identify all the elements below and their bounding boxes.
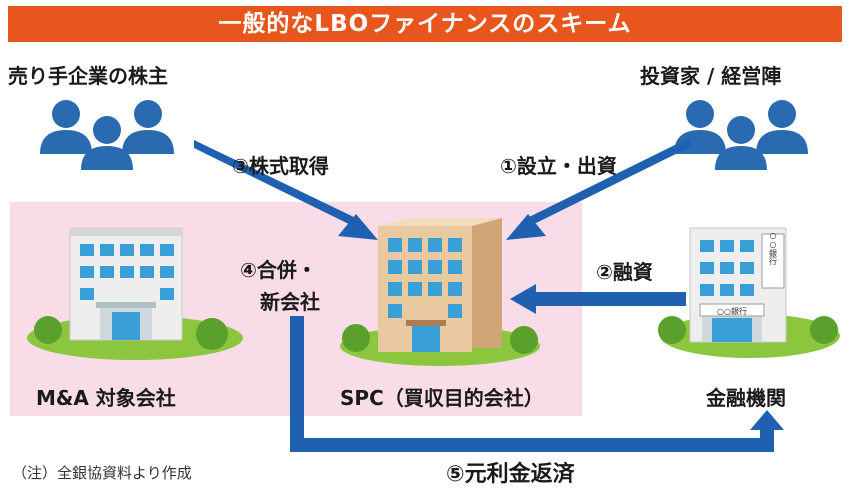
bank-label: 金融機関 xyxy=(706,386,786,410)
step3-label: ③株式取得 xyxy=(232,154,329,178)
step4-label-line2: 新会社 xyxy=(260,290,320,314)
step2-label: ②融資 xyxy=(596,260,653,284)
target-building-icon xyxy=(27,227,243,360)
investors-people-icon xyxy=(674,100,808,170)
bank-sign-small-text: ○○銀行 xyxy=(717,306,747,316)
arrow-step5 xyxy=(290,316,784,452)
target-label: M&A 対象会社 xyxy=(36,386,176,410)
arrow-step2 xyxy=(510,284,686,314)
spc-building-icon xyxy=(340,218,540,366)
step5-label: ⑤元利金返済 xyxy=(446,462,575,487)
sellers-people-icon xyxy=(40,100,174,170)
arrow-step1 xyxy=(506,138,692,240)
source-note: （注）全銀協資料より作成 xyxy=(12,464,192,482)
bank-sign-text: ○○銀行 xyxy=(769,231,778,266)
arrow-step3 xyxy=(194,140,378,240)
bank-building-icon xyxy=(658,227,840,358)
arrows xyxy=(194,138,784,452)
step4-label-line1: ④合併・ xyxy=(240,258,317,282)
step1-label: ①設立・出資 xyxy=(500,154,617,178)
title-banner: 一般的なLBOファイナンスのスキーム xyxy=(8,6,842,42)
sellers-label: 売り手企業の株主 xyxy=(8,64,168,88)
spc-label: SPC（買収目的会社） xyxy=(340,386,544,410)
investors-label: 投資家 / 経営陣 xyxy=(640,64,782,88)
